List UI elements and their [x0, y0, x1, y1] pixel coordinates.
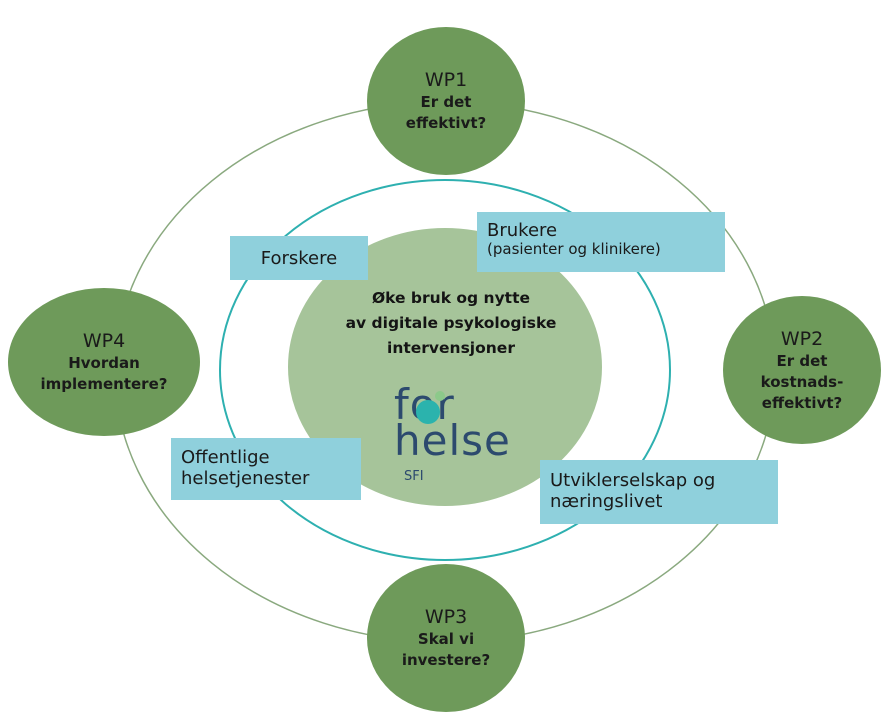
- stakeholder-public-health-line2: helsetjenester: [181, 468, 310, 489]
- center-goal-line2: av digitale psykologiske: [345, 314, 557, 332]
- core-circle: [286, 226, 604, 508]
- logo-word-helse: helse: [394, 416, 511, 465]
- logo-small-dot-icon: [435, 391, 445, 401]
- wp4-question-line1: Hvordan: [68, 354, 140, 372]
- wp4-question-line2: implementere?: [40, 375, 168, 393]
- wp4-title: WP4: [82, 330, 126, 352]
- stakeholder-researchers: Forskere: [230, 236, 368, 280]
- wp2-title: WP2: [780, 327, 824, 350]
- center-goal-line3: intervensjoner: [387, 339, 515, 357]
- center-goal-line1: Øke bruk og nytte: [371, 289, 531, 307]
- forhelse-logo: for helse SFI: [394, 384, 534, 494]
- wp4-node: WP4 Hvordan implementere?: [8, 288, 200, 436]
- wp2-question-line2: kostnads-: [760, 372, 844, 391]
- wp1-node: WP1 Er det effektivt?: [367, 27, 525, 175]
- stakeholder-public-health-line1: Offentlige: [181, 447, 270, 468]
- wp2-node: WP2 Er det kostnads- effektivt?: [723, 296, 881, 444]
- wp3-question-line1: Skal vi: [417, 630, 475, 648]
- wp3-question-line2: investere?: [401, 651, 491, 669]
- stakeholder-industry: Utviklerselskap og næringslivet: [540, 460, 778, 524]
- logo-word-sfi: SFI: [404, 469, 424, 484]
- logo-dot-icon: [416, 400, 440, 424]
- wp3-node: WP3 Skal vi investere?: [367, 564, 525, 712]
- wp2-question-line3: effektivt?: [761, 393, 843, 412]
- stakeholder-users-sublabel: (pasienter og klinikere): [487, 240, 661, 258]
- wp2-question-line1: Er det: [776, 351, 828, 370]
- center-goal-text: Øke bruk og nytte av digitale psykologis…: [296, 286, 606, 361]
- stakeholder-industry-line2: næringslivet: [550, 491, 663, 512]
- stakeholder-researchers-label: Forskere: [260, 247, 338, 269]
- stakeholder-public-health: Offentlige helsetjenester: [171, 438, 361, 500]
- stakeholder-users-label: Brukere: [487, 220, 558, 241]
- stakeholder-users: Brukere (pasienter og klinikere): [477, 212, 725, 272]
- wp1-question-line2: effektivt?: [405, 114, 487, 132]
- stakeholder-industry-line1: Utviklerselskap og: [550, 470, 716, 491]
- wp3-title: WP3: [424, 606, 468, 628]
- wp1-title: WP1: [424, 69, 468, 91]
- middle-ring: [219, 179, 671, 561]
- wp1-question-line1: Er det: [420, 93, 472, 111]
